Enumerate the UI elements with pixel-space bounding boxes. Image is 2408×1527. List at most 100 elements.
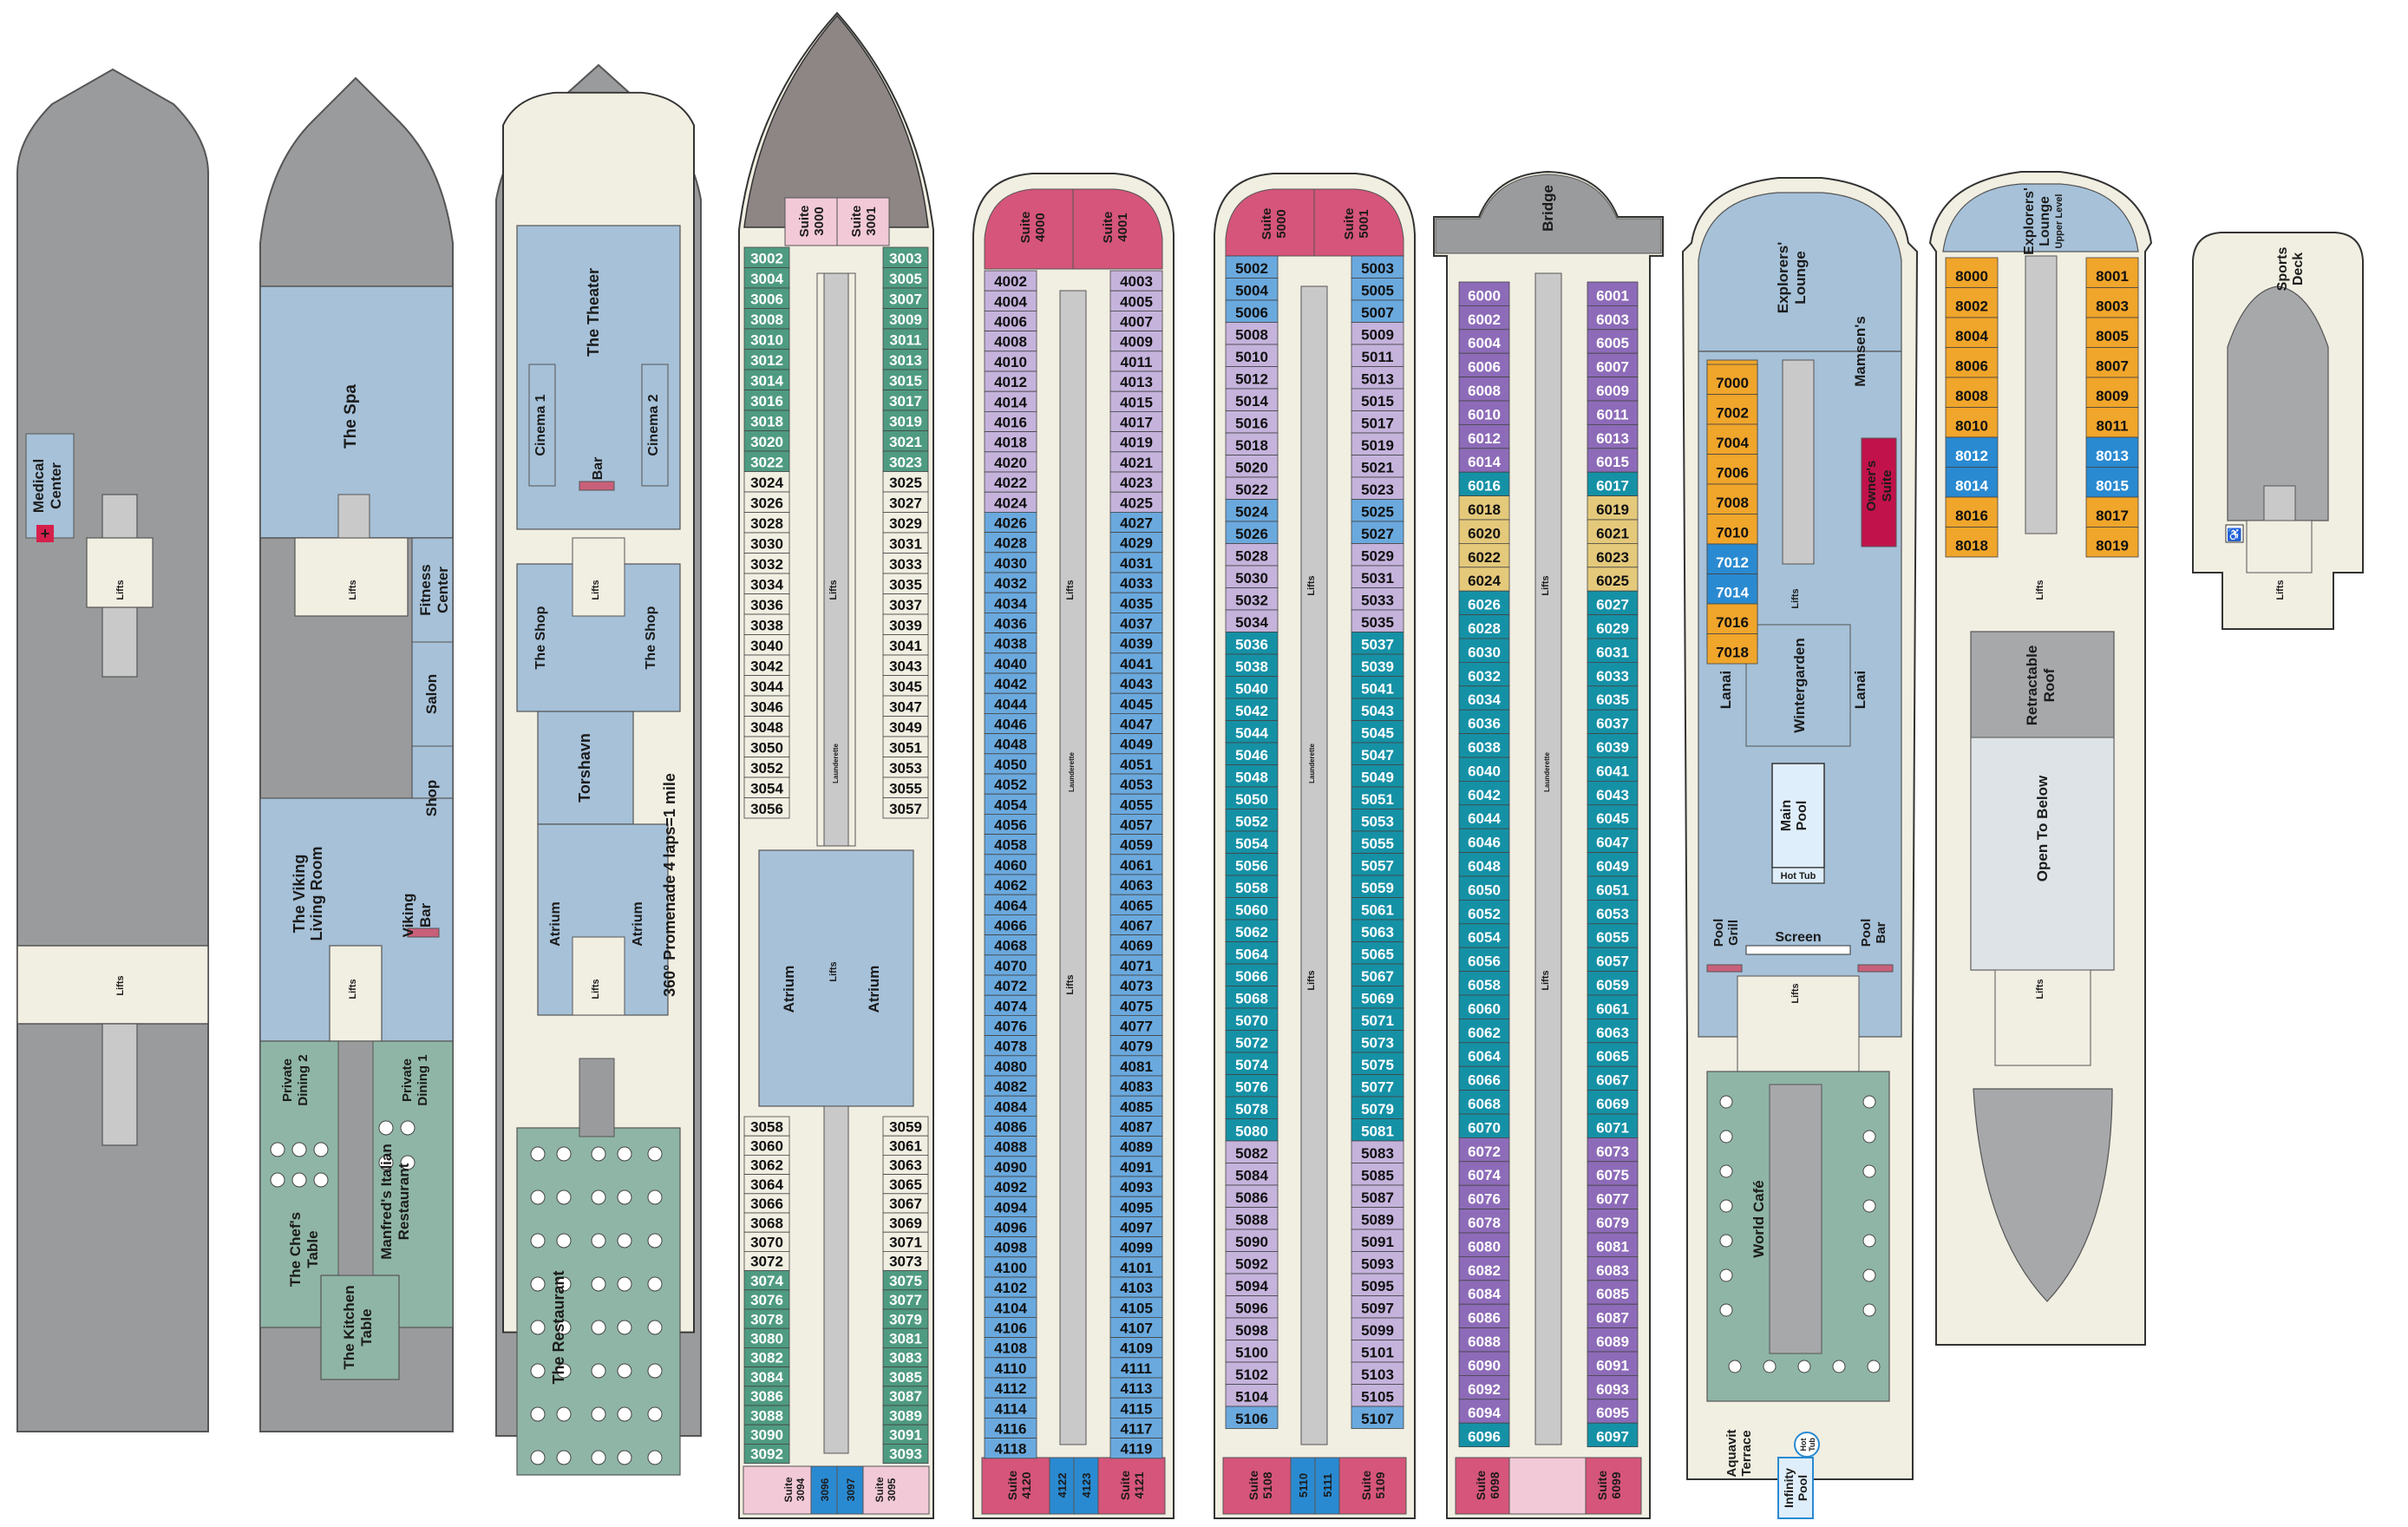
pool-bar-counter	[1857, 964, 1894, 973]
cabin-4066: 4066	[994, 917, 1027, 934]
cabin-4079: 4079	[1120, 1039, 1153, 1055]
cabin-4086: 4086	[994, 1118, 1027, 1135]
cabin-7016: 7016	[1716, 614, 1749, 631]
cabin-7000: 7000	[1716, 375, 1749, 391]
cabin-6049-cell	[1587, 852, 1639, 877]
suite-5000-label-1: Suite	[1260, 208, 1274, 240]
cabin-4110: 4110	[995, 1360, 1027, 1377]
cabin-4057: 4057	[1120, 816, 1153, 833]
cabin-5080-cell	[1225, 1118, 1279, 1142]
torshavn-box	[537, 711, 634, 825]
cabin-5098: 5098	[1235, 1322, 1268, 1339]
cabin-6046: 6046	[1468, 835, 1501, 851]
cabin-5089-cell	[1351, 1207, 1404, 1230]
cabin-8006-cell	[1945, 347, 1999, 378]
cabin-5025: 5025	[1361, 503, 1394, 520]
cabin-4118: 4118	[995, 1441, 1027, 1458]
deck-5-cabins: 4002400440064008401040124014401640184020…	[984, 270, 1163, 1459]
deck-8-lift-lobby	[1737, 975, 1860, 1072]
cabin-6073-cell	[1587, 1137, 1639, 1163]
cabin-4058: 4058	[994, 837, 1027, 854]
cabin-4031: 4031	[1120, 555, 1153, 572]
deck-4-atrium-left-label: Atrium	[781, 966, 797, 1013]
cabin-3016: 3016	[750, 393, 783, 410]
cabin-5106-cell	[1225, 1406, 1279, 1429]
cabin-3027: 3027	[889, 495, 922, 511]
cabin-6043: 6043	[1596, 787, 1629, 803]
cabin-5051-cell	[1351, 786, 1404, 809]
cabin-6019: 6019	[1596, 501, 1629, 518]
cabin-8018: 8018	[1955, 537, 1988, 554]
cabin-5051: 5051	[1361, 791, 1394, 808]
cabin-5004-cell	[1225, 278, 1279, 301]
cabin-5015-cell	[1351, 388, 1404, 411]
deck-10-lift-lobby	[2246, 520, 2313, 573]
hot-tub-small-label-2: Tub	[1808, 1438, 1816, 1452]
suite-3094-label-2: 3094	[795, 1478, 807, 1501]
cabin-8010: 8010	[1955, 417, 1988, 434]
manfreds-label-1: Manfred's Italian	[378, 1144, 395, 1259]
cabin-4044: 4044	[994, 696, 1027, 712]
explorers-lounge-9-label-2: Lounge	[2038, 196, 2052, 246]
cabin-3092-cell	[743, 1444, 790, 1465]
deck-5-launderette: Launderette	[1068, 752, 1076, 792]
cabin-5086-cell	[1225, 1184, 1279, 1208]
cabin-5047-cell	[1351, 742, 1404, 765]
cabin-5043: 5043	[1361, 703, 1394, 719]
cabin-5031-cell	[1351, 565, 1404, 588]
cabin-5034: 5034	[1235, 614, 1268, 631]
retractable-roof-label-1: Retractable	[2024, 646, 2040, 726]
pool-bar-label-1: Pool	[1859, 919, 1874, 947]
deck-2: The Spa Fitness Center Salon Shop The Vi…	[259, 76, 454, 1432]
private-dining-1-label-1: Private	[400, 1058, 415, 1102]
cabin-4022: 4022	[994, 475, 1027, 491]
suite-3096-label: 3096	[819, 1478, 831, 1501]
cabin-6059: 6059	[1596, 977, 1629, 993]
hot-tub-8-label: Hot Tub	[1781, 871, 1816, 881]
cabin-5083: 5083	[1361, 1145, 1394, 1162]
cabin-5075-cell	[1351, 1052, 1404, 1075]
suite-5108-label-1: Suite	[1247, 1471, 1260, 1500]
cabin-4091: 4091	[1120, 1159, 1153, 1176]
cabin-3034: 3034	[750, 576, 783, 593]
cabin-6055: 6055	[1596, 929, 1629, 946]
cabin-4013: 4013	[1120, 374, 1153, 390]
cabin-6009-cell	[1587, 377, 1639, 402]
cabin-5075: 5075	[1361, 1057, 1394, 1073]
aquavit-label-1: Aquavit	[1724, 1429, 1739, 1477]
cabin-3043: 3043	[889, 658, 922, 674]
deck-3-lifts-upper: Lifts	[591, 580, 601, 600]
cabin-6085: 6085	[1596, 1286, 1629, 1302]
cabin-8002-cell	[1945, 287, 1999, 318]
deck-7-lifts-upper: Lifts	[1541, 575, 1551, 595]
cabin-4011: 4011	[1121, 354, 1153, 370]
cabin-7016-cell	[1706, 603, 1758, 634]
cinema-1-label: Cinema 1	[533, 394, 548, 455]
cabin-7012-cell	[1706, 543, 1758, 574]
cabin-8017-cell	[2085, 496, 2139, 528]
cabin-6075-cell	[1587, 1161, 1639, 1186]
cabin-3005: 3005	[889, 271, 922, 287]
cabin-6041: 6041	[1596, 763, 1629, 779]
cabin-7018: 7018	[1716, 644, 1749, 660]
cabin-5060: 5060	[1235, 901, 1268, 918]
suite-4000-label-2: 4000	[1033, 213, 1048, 241]
cabin-3085: 3085	[889, 1369, 922, 1386]
cabin-6009: 6009	[1596, 383, 1629, 399]
cabin-5012: 5012	[1235, 370, 1268, 387]
cabin-6083: 6083	[1596, 1262, 1629, 1279]
cabin-3002: 3002	[750, 250, 783, 266]
cabin-5097: 5097	[1361, 1300, 1394, 1316]
cabin-3040: 3040	[750, 638, 783, 654]
cabin-4038: 4038	[994, 636, 1027, 652]
cabin-5080: 5080	[1235, 1123, 1268, 1139]
cabin-4008: 4008	[994, 334, 1027, 351]
cabin-3082: 3082	[750, 1350, 783, 1366]
cabin-3044: 3044	[750, 678, 783, 695]
cabin-5069-cell	[1351, 986, 1404, 1009]
cabin-5063: 5063	[1361, 924, 1394, 940]
cabin-5033: 5033	[1361, 592, 1394, 608]
cabin-3045: 3045	[889, 678, 922, 695]
living-room-label-2: Living Room	[308, 847, 325, 941]
cabin-6079: 6079	[1596, 1215, 1629, 1231]
